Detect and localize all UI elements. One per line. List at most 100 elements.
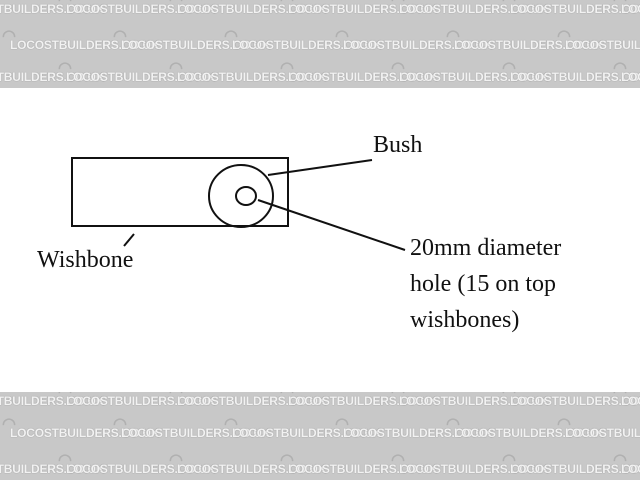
wishbone-rectangle (71, 157, 289, 227)
watermark-text: LOCOSTBUILDERS.CO.UK (454, 38, 604, 52)
watermark-item: ◠LOCOSTBUILDERS.CO.UK (167, 60, 327, 84)
watermark-row: ◠LOCOSTBUILDERS.CO.UK◠LOCOSTBUILDERS.CO.… (0, 392, 640, 408)
watermark-item: ◠LOCOSTBUILDERS.CO.UK (222, 28, 382, 52)
watermark-text: LOCOSTBUILDERS.CO.UK (343, 426, 493, 440)
watermark-band-bottom: ◠LOCOSTBUILDERS.CO.UK◠LOCOSTBUILDERS.CO.… (0, 392, 640, 480)
watermark-item: ◠LOCOSTBUILDERS.CO.UK (500, 0, 640, 16)
car-logo-icon: ◠ (391, 0, 405, 9)
watermark-item: ◠LOCOSTBUILDERS.CO.UK (444, 416, 604, 440)
car-logo-icon: ◠ (58, 60, 72, 77)
watermark-text: LOCOSTBUILDERS.CO.UK (121, 38, 271, 52)
car-logo-icon: ◠ (113, 28, 127, 45)
car-logo-icon: ◠ (2, 416, 16, 433)
car-logo-icon: ◠ (169, 60, 183, 77)
watermark-text: LOCOSTBUILDERS.CO.UK (510, 70, 640, 84)
watermark-item: ◠LOCOSTBUILDERS.CO.UK (0, 28, 160, 52)
watermark-item: ◠LOCOSTBUILDERS.CO.UK (333, 28, 493, 52)
watermark-item: ◠LOCOSTBUILDERS.CO.UK (0, 462, 105, 476)
watermark-text: LOCOSTBUILDERS.CO.UK (10, 38, 160, 52)
watermark-text: LOCOSTBUILDERS.CO.UK (0, 70, 105, 84)
watermark-item: ◠LOCOSTBUILDERS.CO.UK (0, 2, 105, 16)
watermark-text: LOCOSTBUILDERS.CO.UK (0, 462, 105, 476)
watermark-row: ◠LOCOSTBUILDERS.CO.UK◠LOCOSTBUILDERS.CO.… (0, 28, 640, 52)
watermark-item: ◠LOCOSTBUILDERS.CO.UK (167, 392, 327, 408)
car-logo-icon: ◠ (391, 60, 405, 77)
watermark-text: LOCOSTBUILDERS.CO.UK (399, 394, 549, 408)
watermark-item: ◠LOCOSTBUILDERS.CO.UK (56, 392, 216, 408)
watermark-text: LOCOSTBUILDERS.CO.UK (232, 38, 382, 52)
hole-label-line-1: 20mm diameter (410, 235, 562, 261)
watermark-row: ◠LOCOSTBUILDERS.CO.UK◠LOCOSTBUILDERS.CO.… (0, 0, 640, 16)
car-logo-icon: ◠ (613, 392, 627, 401)
watermark-item: ◠LOCOSTBUILDERS.CO.UK (167, 452, 327, 476)
watermark-text: LOCOSTBUILDERS.CO.UK (0, 2, 105, 16)
watermark-item: ◠LOCOSTBUILDERS.CO.UK (56, 0, 216, 16)
watermark-text: LOCOSTBUILDERS.CO.UK (288, 70, 438, 84)
car-logo-icon: ◠ (335, 28, 349, 45)
car-logo-icon: ◠ (502, 60, 516, 77)
watermark-item: ◠LOCOSTBUILDERS.CO.UK (500, 392, 640, 408)
car-logo-icon: ◠ (280, 392, 294, 401)
hole-label-line-2: hole (15 on top (410, 271, 556, 297)
car-logo-icon: ◠ (335, 416, 349, 433)
watermark-band-top: ◠LOCOSTBUILDERS.CO.UK◠LOCOSTBUILDERS.CO.… (0, 0, 640, 88)
car-logo-icon: ◠ (613, 0, 627, 9)
car-logo-icon: ◠ (446, 416, 460, 433)
car-logo-icon: ◠ (113, 416, 127, 433)
watermark-text: LOCOSTBUILDERS.CO.UK (10, 426, 160, 440)
watermark-text: LOCOSTBUILDERS.CO.UK (232, 426, 382, 440)
watermark-item: ◠LOCOSTBUILDERS.CO.UK (444, 28, 604, 52)
watermark-text: LOCOSTBUILDERS.CO.UK (621, 2, 640, 16)
watermark-text: LOCOSTBUILDERS.CO.UK (121, 426, 271, 440)
watermark-item: ◠LOCOSTBUILDERS.CO.UK (0, 70, 105, 84)
watermark-text: LOCOSTBUILDERS.CO.UK (177, 70, 327, 84)
watermark-item: ◠LOCOSTBUILDERS.CO.UK (389, 60, 549, 84)
watermark-text: LOCOSTBUILDERS.CO.UK (66, 2, 216, 16)
watermark-item: ◠LOCOSTBUILDERS.CO.UK (56, 60, 216, 84)
watermark-text: LOCOSTBUILDERS.CO.UK (288, 2, 438, 16)
watermark-item: ◠LOCOSTBUILDERS.CO.UK (611, 452, 640, 476)
car-logo-icon: ◠ (391, 452, 405, 469)
watermark-text: LOCOSTBUILDERS.CO.UK (288, 462, 438, 476)
car-logo-icon: ◠ (502, 0, 516, 9)
watermark-text: LOCOSTBUILDERS.CO.UK (399, 70, 549, 84)
car-logo-icon: ◠ (446, 28, 460, 45)
watermark-item: ◠LOCOSTBUILDERS.CO.UK (56, 452, 216, 476)
watermark-text: LOCOSTBUILDERS.CO.UK (621, 70, 640, 84)
car-logo-icon: ◠ (280, 60, 294, 77)
watermark-item: ◠LOCOSTBUILDERS.CO.UK (278, 452, 438, 476)
watermark-item: ◠LOCOSTBUILDERS.CO.UK (389, 452, 549, 476)
watermark-item: ◠LOCOSTBUILDERS.CO.UK (278, 60, 438, 84)
car-logo-icon: ◠ (557, 28, 571, 45)
hole-leader-line (257, 199, 406, 251)
car-logo-icon: ◠ (58, 392, 72, 401)
watermark-text: LOCOSTBUILDERS.CO.UK (288, 394, 438, 408)
watermark-item: ◠LOCOSTBUILDERS.CO.UK (0, 394, 105, 408)
watermark-text: LOCOSTBUILDERS.CO.UK (510, 394, 640, 408)
watermark-item: ◠LOCOSTBUILDERS.CO.UK (222, 416, 382, 440)
watermark-item: ◠LOCOSTBUILDERS.CO.UK (500, 452, 640, 476)
watermark-item: ◠LOCOSTBUILDERS.CO.UK (0, 416, 160, 440)
watermark-item: ◠LOCOSTBUILDERS.CO.UK (611, 392, 640, 408)
watermark-item: ◠LOCOSTBUILDERS.CO.UK (611, 0, 640, 16)
car-logo-icon: ◠ (224, 28, 238, 45)
diagram-canvas: Bush Wishbone 20mm diameter hole (15 on … (0, 88, 640, 392)
car-logo-icon: ◠ (169, 0, 183, 9)
watermark-text: LOCOSTBUILDERS.CO.UK (0, 394, 105, 408)
car-logo-icon: ◠ (224, 416, 238, 433)
watermark-text: LOCOSTBUILDERS.CO.UK (621, 462, 640, 476)
car-logo-icon: ◠ (169, 452, 183, 469)
bush-label: Bush (373, 132, 423, 158)
car-logo-icon: ◠ (557, 416, 571, 433)
car-logo-icon: ◠ (613, 60, 627, 77)
watermark-text: LOCOSTBUILDERS.CO.UK (177, 462, 327, 476)
car-logo-icon: ◠ (58, 0, 72, 9)
bush-outer-circle (208, 164, 274, 228)
watermark-text: LOCOSTBUILDERS.CO.UK (66, 70, 216, 84)
watermark-row: ◠LOCOSTBUILDERS.CO.UK◠LOCOSTBUILDERS.CO.… (0, 452, 640, 476)
wishbone-leader-line (123, 233, 135, 247)
car-logo-icon: ◠ (169, 392, 183, 401)
watermark-text: LOCOSTBUILDERS.CO.UK (66, 462, 216, 476)
watermark-item: ◠LOCOSTBUILDERS.CO.UK (500, 60, 640, 84)
bush-leader-line (267, 159, 373, 176)
